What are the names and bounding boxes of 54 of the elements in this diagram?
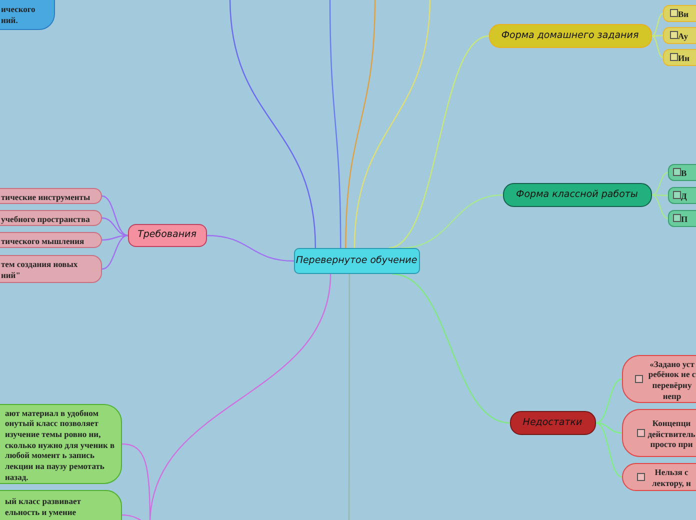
- subtopic-text: учебного пространства: [1, 212, 91, 226]
- topic-label: Форма классной работы: [515, 188, 639, 202]
- subtopic-text: тического мышления: [1, 234, 86, 248]
- branch-line: [206, 234, 294, 262]
- branch-line: [652, 194, 668, 196]
- topic-box: [489, 24, 652, 48]
- topic-box: [503, 183, 652, 207]
- branch-line: [102, 195, 128, 236]
- branch-line: [345, 0, 376, 248]
- branch-line: [652, 172, 668, 196]
- subtopic-text: ают материал в удобном онутый класс позволяет изучение темы ровно ни, сколько нужно для ученик в любой момент ь запись лекции на паузу ремотать назад.: [5, 406, 115, 484]
- subtopic-text: Ау: [678, 30, 689, 44]
- subtopic-text: ый класс развивает ельность и умение: [5, 495, 82, 519]
- branch-line: [102, 234, 128, 241]
- branch-line: [102, 217, 128, 236]
- branch-line: [102, 234, 128, 270]
- subtopic-box: [0, 210, 102, 226]
- subtopic-text: тические инструменты: [1, 190, 92, 204]
- branch-line: [652, 35, 664, 58]
- branch-line: [652, 34, 663, 37]
- branch-line: [401, 194, 504, 249]
- topic-label: Недостатки: [522, 416, 584, 430]
- topic-label: Форма домашнего задания: [500, 28, 640, 43]
- subtopic-text: тем создания новых ний": [1, 258, 79, 282]
- branch-line: [122, 443, 151, 520]
- subtopic-text: ического ний.: [1, 3, 36, 27]
- branch-line: [354, 0, 431, 248]
- subtopic-text: «Задано уст ребёнок не с перевёрну непр: [647, 358, 696, 403]
- branch-line: [149, 274, 332, 520]
- branch-line: [652, 12, 664, 37]
- topic-box: [510, 411, 596, 435]
- subtopic-text: П: [681, 213, 689, 226]
- branch-line: [329, 0, 342, 248]
- topic-box: [294, 248, 420, 274]
- topic-label: Перевернутое обучение: [295, 254, 418, 268]
- subtopic-text: Ин: [678, 52, 691, 66]
- branch-line: [388, 35, 490, 249]
- branch-line: [596, 422, 622, 434]
- branch-line: [229, 0, 316, 248]
- topic-box: [128, 224, 207, 247]
- branch-line: [392, 273, 510, 424]
- branch-line: [596, 422, 622, 478]
- subtopic-box: [0, 232, 102, 248]
- branch-line: [596, 378, 622, 424]
- subtopic-box: [0, 188, 102, 204]
- subtopic-text: Д: [681, 190, 688, 204]
- topic-label: Требования: [136, 228, 198, 242]
- subtopic-box: [0, 255, 102, 283]
- branch-line: [652, 194, 668, 220]
- subtopic-text: Концепци действитель просто при: [647, 417, 696, 452]
- subtopic-text: Нельзя с лектору, н: [651, 466, 692, 490]
- subtopic-text: Ви: [678, 8, 690, 22]
- branch-line: [348, 274, 350, 520]
- subtopic-text: В: [681, 167, 688, 180]
